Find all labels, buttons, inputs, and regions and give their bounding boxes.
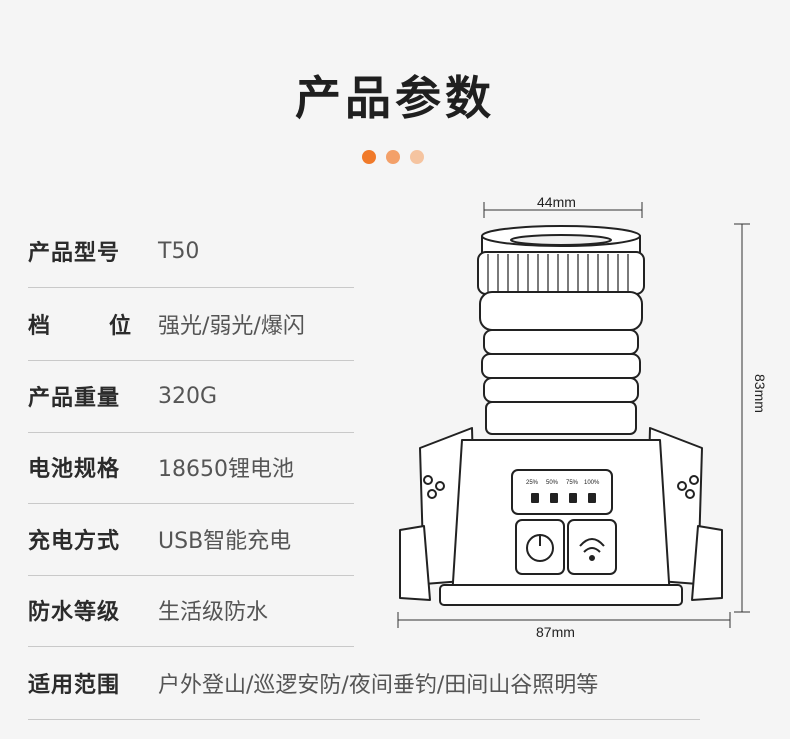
spec-label-char: 档 bbox=[28, 314, 52, 339]
spec-label: 充电方式 bbox=[28, 529, 121, 554]
spec-value: USB智能充电 bbox=[158, 529, 292, 554]
spec-value: 户外登山/巡逻安防/夜间垂钓/田间山谷照明等 bbox=[158, 673, 599, 698]
spec-label: 适用范围 bbox=[28, 673, 121, 698]
page-title: 产品参数 bbox=[295, 71, 495, 125]
dot-3 bbox=[410, 150, 424, 164]
spec-row-usage: 适用范围 户外登山/巡逻安防/夜间垂钓/田间山谷照明等 bbox=[28, 647, 700, 720]
dimension-width-top: 44mm bbox=[537, 194, 576, 210]
spec-row-modes: 档 位 强光/弱光/爆闪 bbox=[28, 288, 354, 361]
spec-value: T50 bbox=[158, 238, 200, 264]
spec-row-battery: 电池规格 18650锂电池 bbox=[28, 431, 354, 504]
dimension-width-bottom: 87mm bbox=[536, 624, 575, 640]
spec-value: 生活级防水 bbox=[158, 600, 269, 625]
spec-label: 档 位 bbox=[28, 308, 132, 340]
spec-value: 18650锂电池 bbox=[158, 457, 294, 482]
battery-indicator-75: 75% bbox=[566, 480, 579, 486]
spec-label: 电池规格 bbox=[28, 457, 121, 482]
spec-value: 320G bbox=[158, 383, 218, 409]
spec-row-charging: 充电方式 USB智能充电 bbox=[28, 503, 354, 576]
battery-indicator-50: 50% bbox=[546, 480, 559, 486]
dot-2 bbox=[386, 150, 400, 164]
spec-row-waterproof: 防水等级 生活级防水 bbox=[28, 574, 354, 647]
spec-row-weight: 产品重量 320G bbox=[28, 360, 354, 433]
dot-1 bbox=[362, 150, 376, 164]
battery-indicator-100: 100% bbox=[584, 480, 600, 486]
battery-indicator-25: 25% bbox=[526, 480, 539, 486]
spec-label-char: 位 bbox=[108, 314, 132, 339]
spec-label: 产品重量 bbox=[28, 386, 121, 411]
spec-value: 强光/弱光/爆闪 bbox=[158, 314, 305, 339]
title-dots bbox=[362, 150, 424, 164]
spec-row-model: 产品型号 T50 bbox=[28, 215, 354, 288]
spec-label: 防水等级 bbox=[28, 600, 121, 625]
spec-label: 产品型号 bbox=[28, 241, 121, 266]
